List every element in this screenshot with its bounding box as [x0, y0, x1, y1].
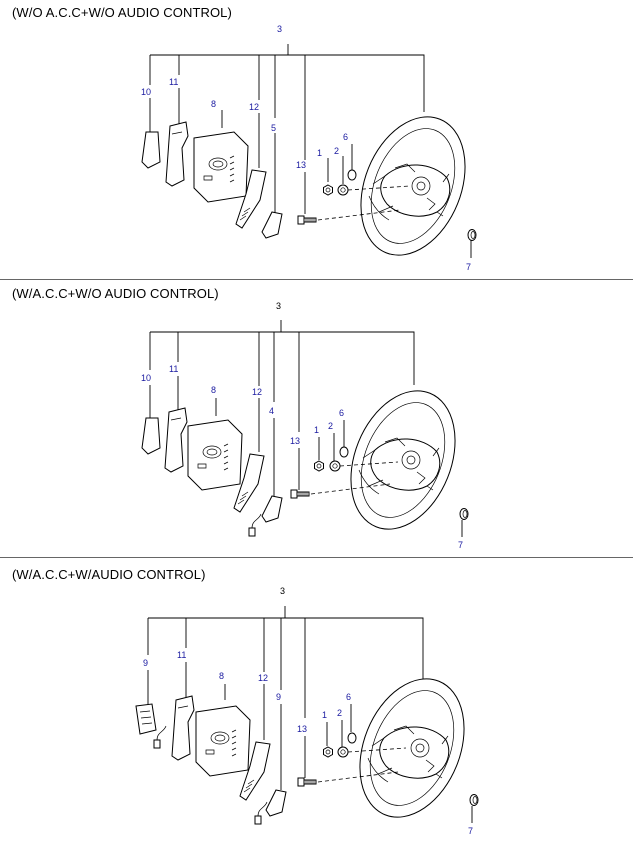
section-divider-1 [0, 279, 633, 280]
callout-washer: 2 [328, 421, 333, 431]
callout-washer: 2 [334, 146, 339, 156]
side-cover-left [141, 417, 161, 455]
section-2-diagram: 3 10 11 8 12 4 13 1 2 6 7 [141, 301, 475, 550]
callout-cap: 6 [343, 132, 348, 142]
callout-plug: 7 [458, 540, 463, 550]
callout-plug: 7 [468, 826, 473, 836]
nut [314, 460, 324, 472]
callout-cover-mid: 11 [177, 650, 186, 660]
side-cover-mid [165, 121, 189, 187]
callout-switch: 9 [276, 692, 281, 702]
callout-washer: 2 [337, 708, 342, 718]
callout-airbag: 8 [211, 99, 216, 109]
plug [467, 229, 477, 241]
airbag-module [193, 131, 249, 203]
acc-switch-connector [248, 513, 262, 537]
section-2-title: (W/A.C.C+W/O AUDIO CONTROL) [12, 286, 219, 301]
callout-cover-right: 12 [249, 102, 259, 112]
callout-cover-mid: 11 [169, 77, 178, 87]
callout-nut: 1 [314, 425, 319, 435]
section-3-diagram: 3 9 11 8 12 9 13 1 2 6 7 [135, 586, 484, 836]
section-1-diagram: 3 10 11 8 12 5 13 1 2 6 7 [141, 24, 485, 272]
callout-cap: 6 [339, 408, 344, 418]
section-1-title: (W/O A.C.C+W/O AUDIO CONTROL) [12, 5, 232, 20]
cap [339, 446, 349, 458]
callout-airbag: 8 [219, 671, 224, 681]
cap [347, 169, 357, 181]
callout-bolt: 13 [296, 160, 306, 170]
callout-switch: 4 [269, 406, 274, 416]
plug [459, 508, 469, 520]
mounting-bolt [297, 215, 317, 225]
switch-connector [254, 801, 268, 825]
steering-wheel [340, 662, 484, 834]
callout-audio-switch: 9 [143, 658, 148, 668]
side-cover-mid [164, 407, 188, 473]
callout-cover-right: 12 [252, 387, 262, 397]
callout-cap: 6 [346, 692, 351, 702]
callout-cover-mid: 11 [169, 364, 178, 374]
callout-nut: 1 [322, 710, 327, 720]
callout-assembly: 3 [280, 586, 285, 596]
switch-cover [265, 789, 287, 817]
washer [337, 746, 349, 758]
callout-bolt: 13 [290, 436, 300, 446]
callout-assembly: 3 [276, 301, 281, 311]
section-3-title: (W/A.C.C+W/AUDIO CONTROL) [12, 567, 206, 582]
steering-wheel [341, 100, 485, 272]
callout-switch: 5 [271, 123, 276, 133]
cap [347, 732, 357, 744]
callout-cover-left: 10 [141, 87, 151, 97]
mounting-bolt [297, 777, 317, 787]
side-cover-left [141, 131, 161, 169]
callout-bolt: 13 [297, 724, 307, 734]
section-divider-2 [0, 557, 633, 558]
washer [329, 460, 341, 472]
steering-wheel [331, 374, 475, 546]
switch-cover [261, 211, 283, 239]
airbag-module [187, 419, 243, 491]
airbag-module [195, 705, 251, 777]
mounting-bolt [290, 489, 310, 499]
callout-airbag: 8 [211, 385, 216, 395]
nut [323, 184, 333, 196]
callout-nut: 1 [317, 148, 322, 158]
callout-cover-right: 12 [258, 673, 268, 683]
callout-plug: 7 [466, 262, 471, 272]
audio-control-switch [135, 703, 157, 735]
washer [337, 184, 349, 196]
callout-cover-left: 10 [141, 373, 151, 383]
plug [469, 794, 479, 806]
acc-switch [261, 495, 283, 523]
callout-assembly: 3 [277, 24, 282, 34]
side-cover-mid [171, 695, 195, 761]
nut [323, 746, 333, 758]
